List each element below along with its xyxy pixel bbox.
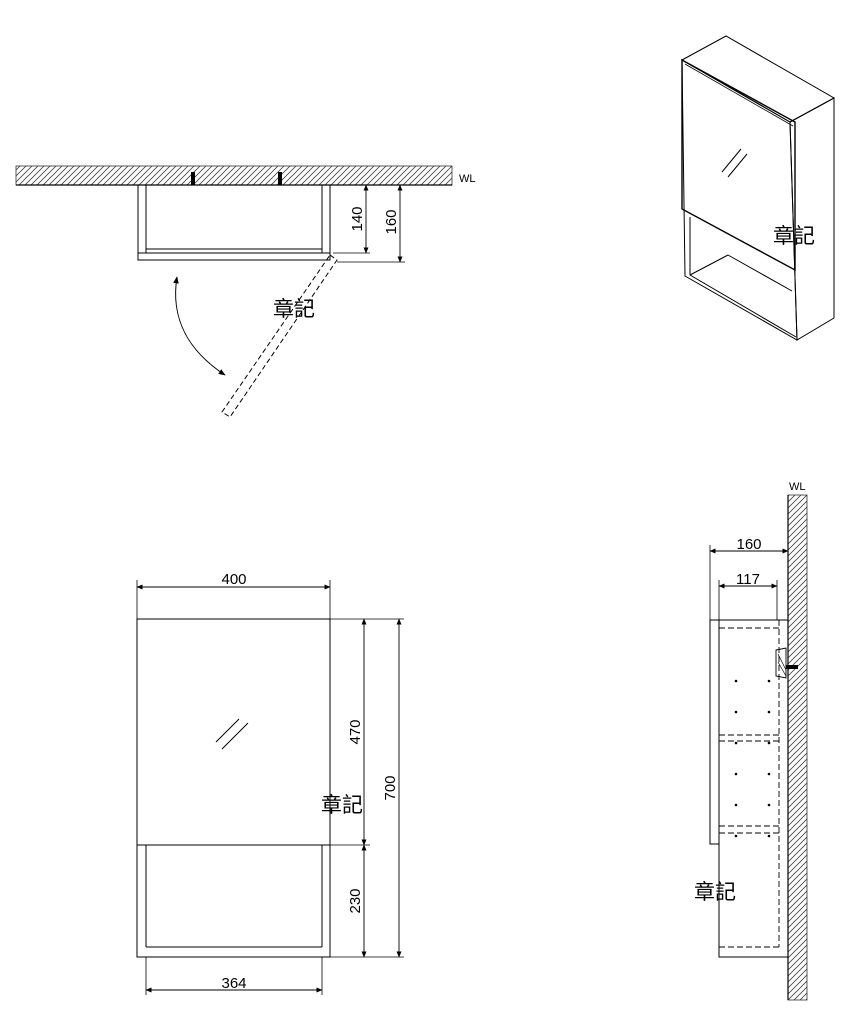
dim-364: 364 — [221, 975, 246, 992]
dim-400: 400 — [221, 571, 246, 588]
brand-mark-front: 章記 — [321, 793, 363, 817]
side-view: WL — [694, 481, 808, 1001]
brand-mark-side: 章記 — [694, 880, 736, 904]
dim-470: 470 — [347, 719, 364, 744]
brand-mark-iso: 章記 — [773, 224, 815, 248]
screw-icon — [278, 172, 282, 185]
cabinet-outline — [136, 618, 331, 958]
front-view: 章記 400 364 470 230 700 — [136, 571, 404, 995]
wall-label-top: WL — [459, 173, 476, 185]
wall-label-side: WL — [789, 481, 806, 493]
bracket-screw-icon — [786, 665, 798, 669]
top-view: WL 章記 140 160 — [15, 165, 476, 418]
brand-mark-top: 章記 — [273, 297, 315, 321]
dim-700: 700 — [382, 775, 399, 800]
wall-hatch-side — [787, 494, 808, 1001]
cabinet-plan — [137, 184, 331, 261]
isometric-view: 章記 — [680, 35, 836, 341]
shelf-pin-holes — [734, 679, 771, 838]
screw-icon — [191, 172, 195, 185]
dim-160-side: 160 — [736, 536, 761, 553]
door-open-position — [221, 254, 338, 418]
dim-230: 230 — [347, 888, 364, 913]
dim-160-top: 160 — [383, 209, 400, 234]
wall-hatch-top — [15, 165, 453, 186]
dim-140: 140 — [349, 206, 366, 231]
dim-117: 117 — [736, 571, 760, 588]
door-swing-arrow — [173, 276, 226, 376]
